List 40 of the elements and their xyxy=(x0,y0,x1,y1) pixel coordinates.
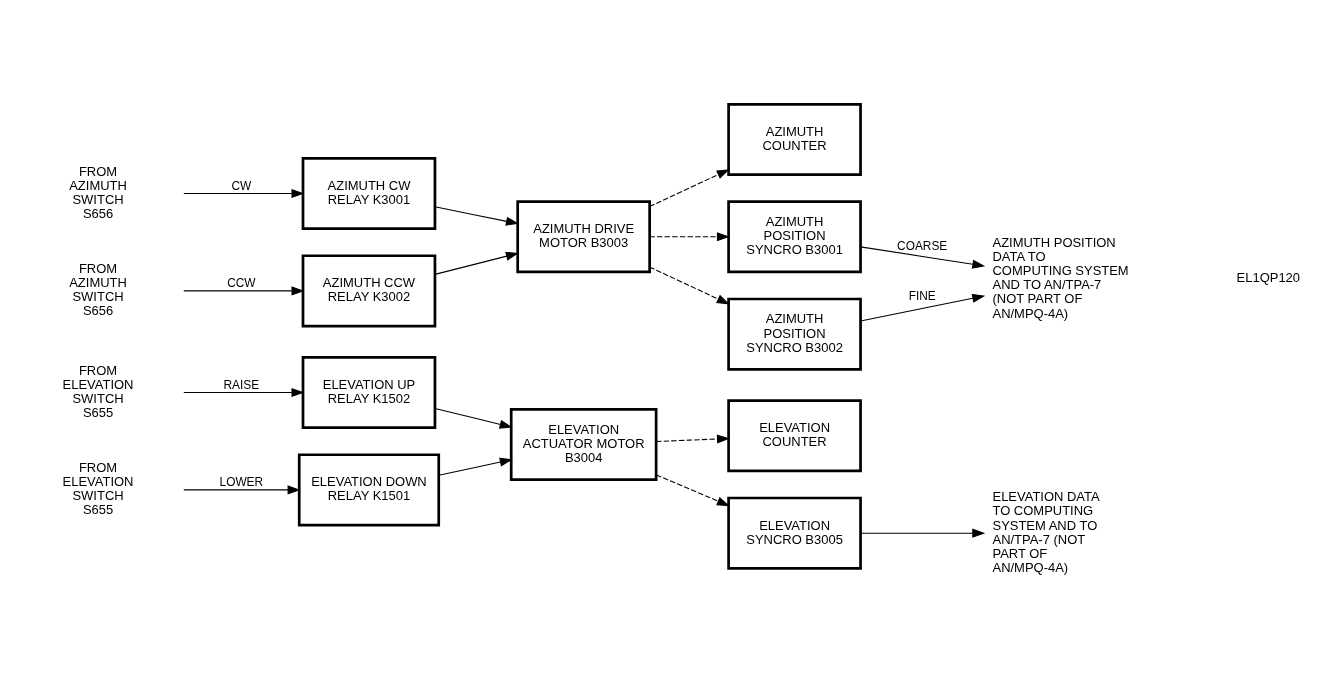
edge-label: CW xyxy=(231,178,252,193)
edge-label: LOWER xyxy=(219,474,264,489)
node-box: AZIMUTH POSITION SYNCRO B3001 xyxy=(727,199,862,273)
node-box: ELEVATION SYNCRO B3005 xyxy=(727,496,862,570)
arrow xyxy=(434,407,513,429)
arrow xyxy=(860,528,986,538)
arrow xyxy=(183,188,305,198)
edge-label: RAISE xyxy=(223,377,260,392)
node-text: FROM AZIMUTH SWITCH S656 xyxy=(69,260,127,318)
arrow xyxy=(649,168,730,207)
arrow xyxy=(649,231,730,241)
node-text: FROM ELEVATION SWITCH S655 xyxy=(62,459,134,517)
node-text: AZIMUTH POSITION DATA TO COMPUTING SYSTEM AND TO AN/TPA-7 (NOT PART OF AN/MPQ-4A) xyxy=(992,234,1129,320)
node-text: FROM AZIMUTH SWITCH S656 xyxy=(69,163,127,221)
arrow xyxy=(183,484,301,494)
arrow xyxy=(183,285,305,295)
arrow xyxy=(655,473,730,506)
arrow xyxy=(183,387,305,397)
edge-label: COARSE xyxy=(897,238,948,253)
arrow xyxy=(438,457,513,476)
arrow xyxy=(860,293,986,322)
arrow xyxy=(434,205,519,226)
node-box: AZIMUTH COUNTER xyxy=(727,102,862,176)
label: EL1QP120 xyxy=(1236,269,1301,285)
edge-label: CCW xyxy=(227,275,256,290)
edge-label: FINE xyxy=(908,288,936,303)
node-box: ELEVATION COUNTER xyxy=(727,398,862,472)
node-text: ELEVATION DATA TO COMPUTING SYSTEM AND TO AN/TPA-7 (NOT PART OF AN/MPQ-4A) xyxy=(992,488,1100,575)
arrow xyxy=(655,433,730,444)
node-box: ELEVATION DOWN RELAY K1501 xyxy=(297,452,441,526)
node-box: AZIMUTH POSITION SYNCRO B3002 xyxy=(727,297,862,371)
node-text: FROM ELEVATION SWITCH S655 xyxy=(62,362,134,420)
node-box: ELEVATION UP RELAY K1502 xyxy=(301,355,437,429)
arrow xyxy=(649,266,730,304)
node-box: AZIMUTH CW RELAY K3001 xyxy=(301,156,437,230)
arrow xyxy=(434,251,519,275)
arrow xyxy=(860,245,986,269)
node-box: ELEVATION ACTUATOR MOTOR B3004 xyxy=(509,407,658,481)
node-box: AZIMUTH DRIVE MOTOR B3003 xyxy=(516,199,651,273)
node-box: AZIMUTH CCW RELAY K3002 xyxy=(301,253,437,327)
